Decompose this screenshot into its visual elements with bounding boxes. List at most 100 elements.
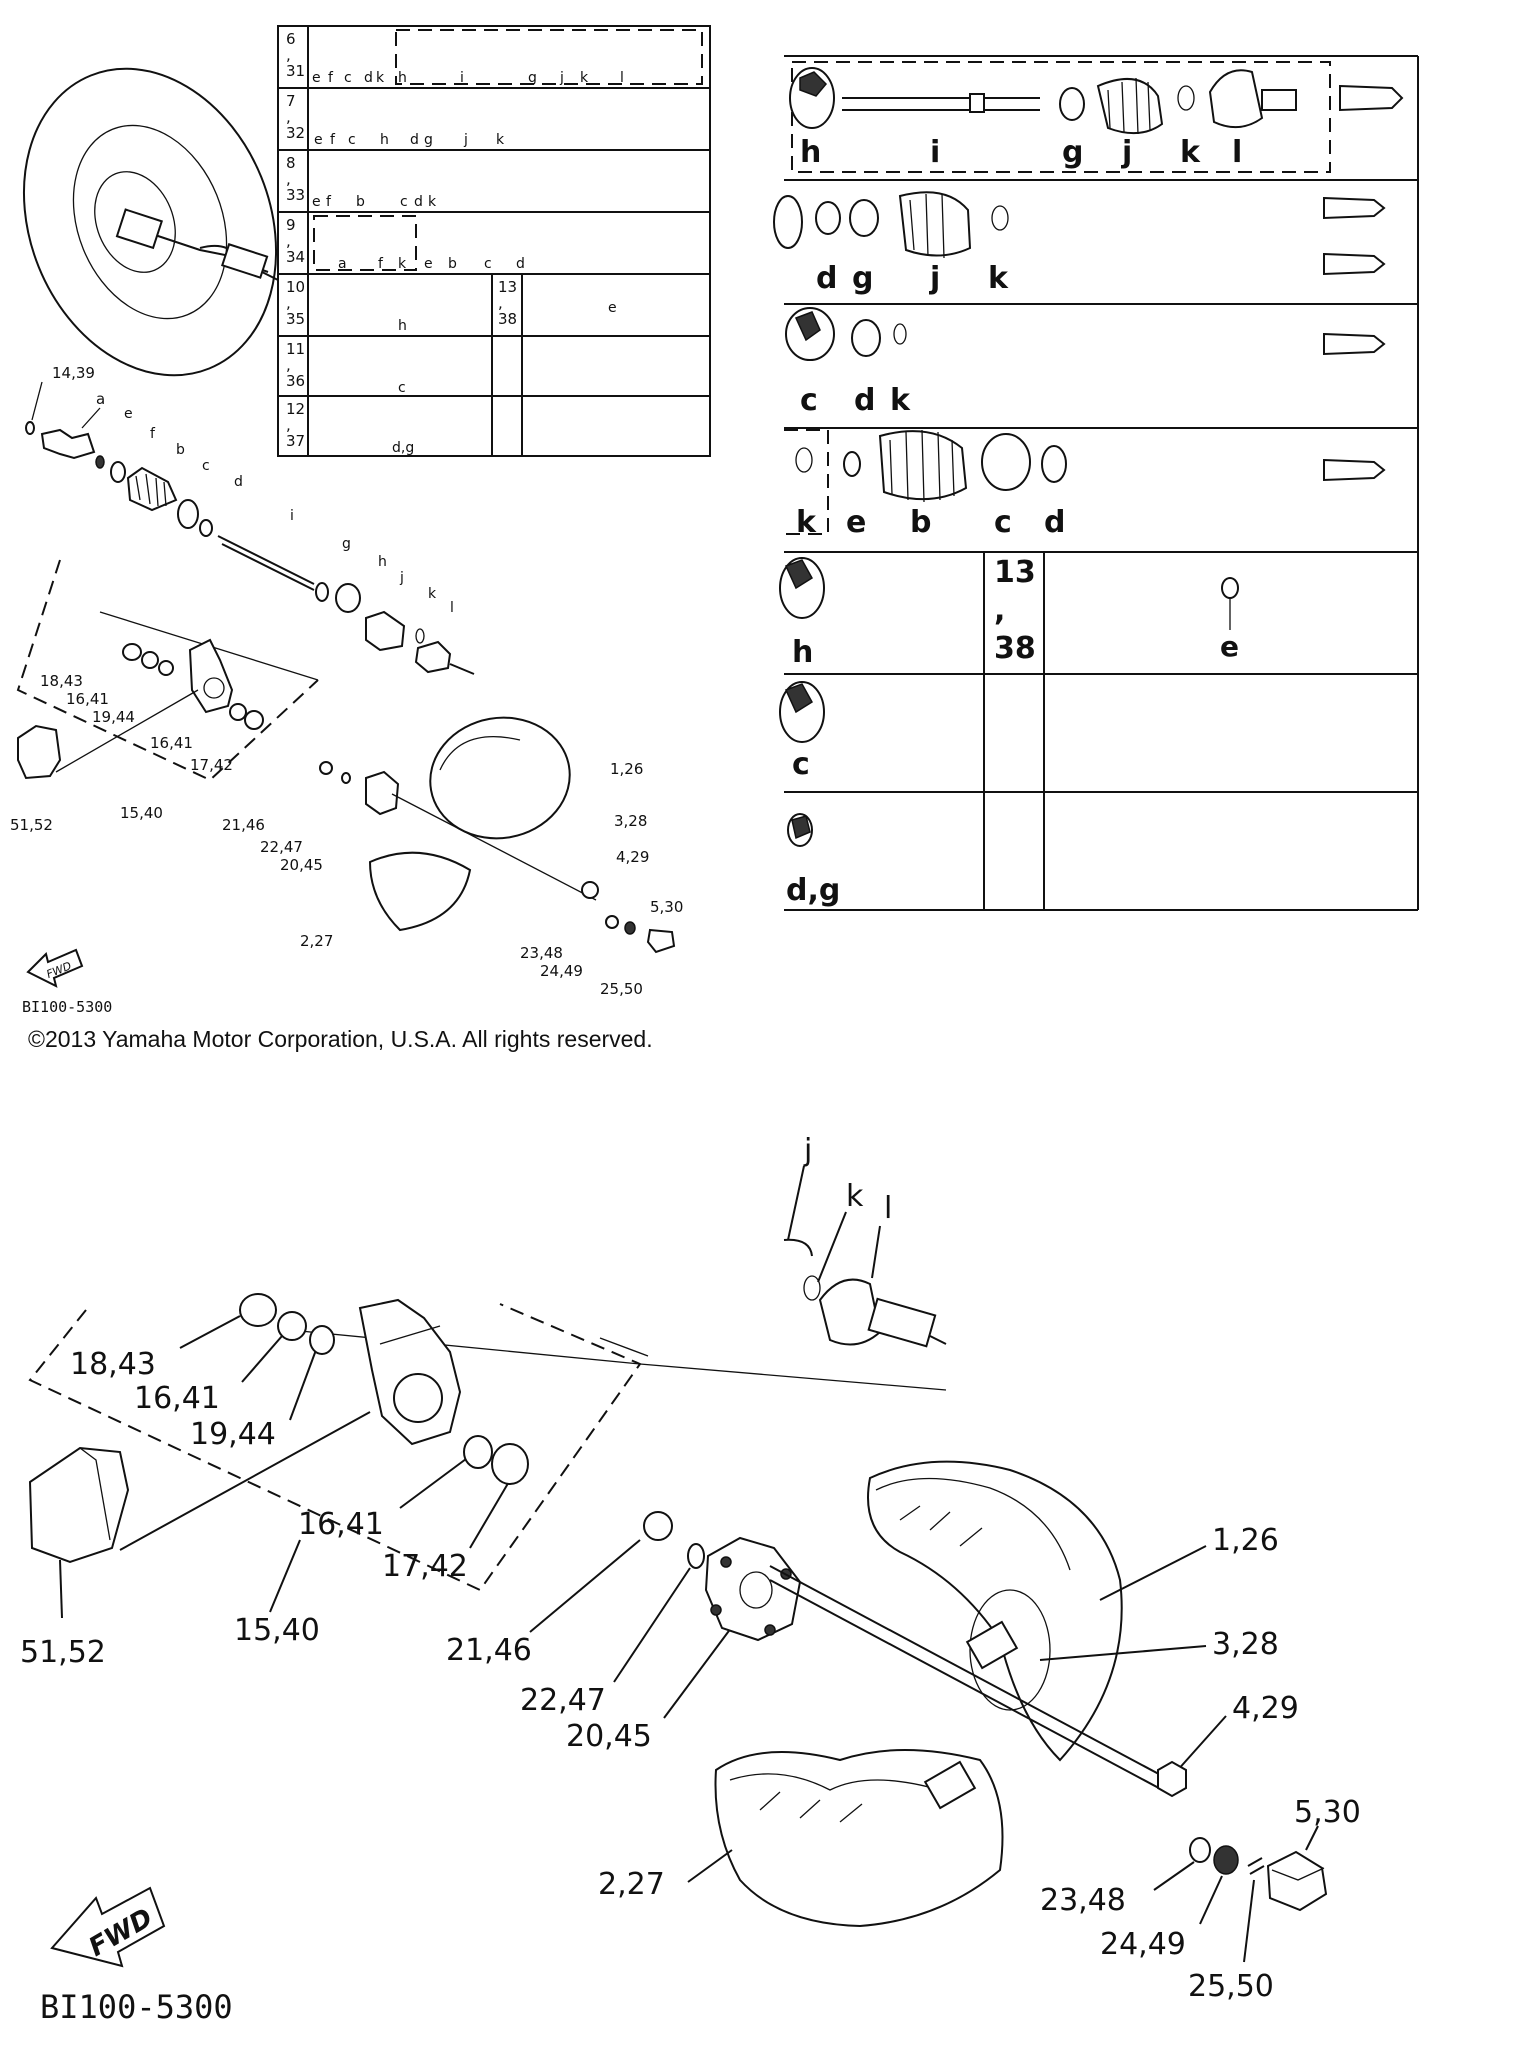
table-ref-number: , xyxy=(286,46,291,64)
detail-label-21-46: 21,46 xyxy=(446,1633,532,1668)
zoom-letter-row2: k xyxy=(988,261,1009,296)
table-part-letter: j xyxy=(463,132,468,148)
table-part-letter: b xyxy=(356,194,365,210)
zoom-letter-row7: d,g xyxy=(786,873,840,908)
table-ref-number: 7 xyxy=(286,92,296,110)
table-ref-number-2: 38 xyxy=(498,310,517,328)
zoom-ref-row5: , xyxy=(994,593,1005,628)
detail-label-19-44: 19,44 xyxy=(190,1417,276,1452)
zoom-letter-row1: g xyxy=(1062,135,1083,170)
label-21-46-small: 21,46 xyxy=(222,816,265,834)
detail-label-3-28: 3,28 xyxy=(1212,1627,1279,1662)
label-5-30-small: 5,30 xyxy=(650,898,683,916)
label-15-40-small: 15,40 xyxy=(120,804,163,822)
table-ref-number: , xyxy=(286,170,291,188)
zoom-ref-row5: 38 xyxy=(994,631,1036,666)
table-part-letter: e xyxy=(312,194,321,210)
table-ref-number: 35 xyxy=(286,310,305,328)
table-part-letter: e xyxy=(312,70,321,86)
table-part-letter: k xyxy=(496,132,505,148)
table-part-letter: j xyxy=(559,70,564,86)
overview-hub-wheel: 21,46 22,47 20,45 1,26 3,28 4,29 5,30 2,… xyxy=(22,716,683,1016)
table-ref-number: , xyxy=(286,416,291,434)
table-ref-number: 9 xyxy=(286,216,296,234)
detail-label-51-52: 51,52 xyxy=(20,1635,106,1670)
table-part-letter: f xyxy=(378,256,384,272)
table-part-letter: k xyxy=(428,194,437,210)
fwd-arrow-large: FWD xyxy=(50,1886,166,1968)
zoom-letter-row5-left: h xyxy=(792,635,813,670)
detail-label-23-48: 23,48 xyxy=(1040,1883,1126,1918)
table-ref-number: 12 xyxy=(286,400,305,418)
label-24-49-small: 24,49 xyxy=(540,962,583,980)
table-ref-number: 32 xyxy=(286,124,305,142)
detail-label-j: j xyxy=(803,1133,812,1168)
table-ref-number: , xyxy=(286,232,291,250)
label-51-52-small: 51,52 xyxy=(10,816,53,834)
copyright-notice: ©2013 Yamaha Motor Corporation, U.S.A. A… xyxy=(28,1026,653,1052)
label-g: g xyxy=(342,536,351,552)
label-23-48-small: 23,48 xyxy=(520,944,563,962)
label-3-28-small: 3,28 xyxy=(614,812,647,830)
label-d: d xyxy=(234,474,243,490)
detail-label-15-40: 15,40 xyxy=(234,1613,320,1648)
table-part-letter: k xyxy=(398,256,407,272)
table-part-letter: g xyxy=(528,70,537,86)
label-a: a xyxy=(96,390,105,408)
detail-label-18-43: 18,43 xyxy=(70,1347,156,1382)
table-part-letter-2: e xyxy=(608,300,617,316)
zoom-letter-row4: d xyxy=(1044,505,1065,540)
table-part-letter: d xyxy=(410,132,419,148)
table-part-letter: h xyxy=(398,70,407,86)
zoom-letter-row3: c xyxy=(800,383,818,418)
label-1-26-small: 1,26 xyxy=(610,760,643,778)
label-b: b xyxy=(176,442,185,458)
detail-label-20-45: 20,45 xyxy=(566,1719,652,1754)
detail-label-24-49: 24,49 xyxy=(1100,1927,1186,1962)
label-16-41-small-b: 16,41 xyxy=(150,734,193,752)
diagram-code-large: BI100-5300 xyxy=(40,1988,233,2026)
zoom-letter-row2: d xyxy=(816,261,837,296)
table-part-letter: c xyxy=(398,380,406,396)
table-ref-number: 36 xyxy=(286,372,305,390)
zoom-letter-row2: j xyxy=(929,261,940,296)
label-c: c xyxy=(202,458,210,474)
detail-label-16-41-a: 16,41 xyxy=(134,1381,220,1416)
detail-label-5-30: 5,30 xyxy=(1294,1795,1361,1830)
label-20-45-small: 20,45 xyxy=(280,856,323,874)
zoom-letter-row4: k xyxy=(796,505,817,540)
detail-label-22-47: 22,47 xyxy=(520,1683,606,1718)
detail-label-1-26: 1,26 xyxy=(1212,1523,1279,1558)
reference-table xyxy=(277,25,711,457)
label-j: j xyxy=(399,570,404,586)
label-16-41-small-a: 16,41 xyxy=(66,690,109,708)
table-ref-number: , xyxy=(286,294,291,312)
zoom-letter-row6: c xyxy=(792,747,810,782)
zoom-letter-row1: j xyxy=(1121,135,1132,170)
overview-knuckle-group: 18,43 16,41 19,44 16,41 17,42 15,40 51,5… xyxy=(10,559,319,834)
zoom-letter-row1: i xyxy=(930,135,940,170)
table-part-letter: d xyxy=(516,256,525,272)
zoom-letter-row2: g xyxy=(852,261,873,296)
detail-label-l: l xyxy=(884,1191,892,1226)
diagram-code-small: BI100-5300 xyxy=(22,998,112,1016)
table-ref-number: 37 xyxy=(286,432,305,450)
table-part-letter: h xyxy=(380,132,389,148)
overview-wheel-assembly xyxy=(22,67,279,377)
label-i: i xyxy=(290,508,294,524)
fwd-arrow-small: FWD xyxy=(26,948,84,988)
zoom-letter-row4: b xyxy=(910,505,931,540)
zoom-letter-row1: l xyxy=(1232,135,1242,170)
table-part-letter: e xyxy=(424,256,433,272)
table-part-letter: i xyxy=(460,70,464,86)
table-part-letter: b xyxy=(448,256,457,272)
table-ref-number: 8 xyxy=(286,154,296,172)
table-part-letter: g xyxy=(424,132,433,148)
table-part-letter: f xyxy=(326,194,332,210)
label-22-47-small: 22,47 xyxy=(260,838,303,856)
table-part-letter: h xyxy=(398,318,407,334)
table-ref-number: 10 xyxy=(286,278,305,296)
